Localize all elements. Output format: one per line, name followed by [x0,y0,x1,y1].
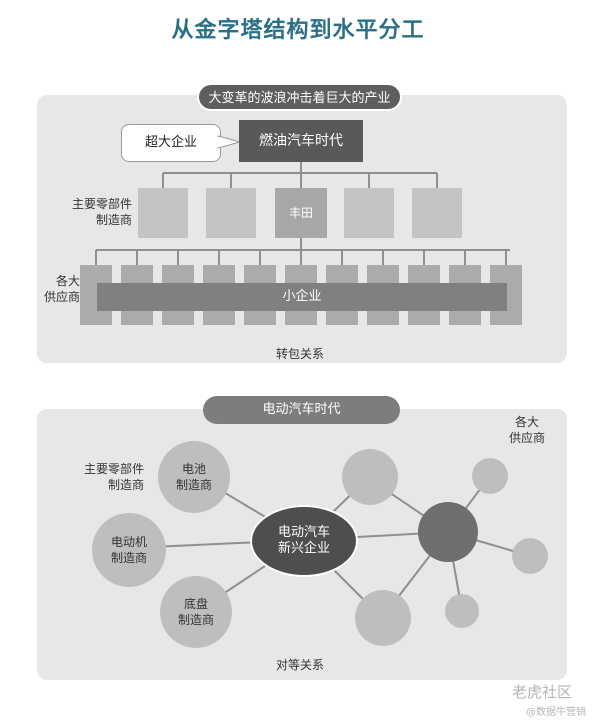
chassis-maker-node: 底盘 制造商 [160,576,232,648]
battery-maker-node: 电池 制造商 [158,441,230,513]
page-title: 从金字塔结构到水平分工 [171,18,425,43]
ev-startup-label: 电动汽车 新兴企业 [277,525,330,556]
tier1-supplier [206,188,256,238]
watermark-brand: 老虎社区 [512,683,573,701]
ev-startup-node: 电动汽车 新兴企业 [250,505,358,577]
tier1-supplier [344,188,394,238]
supplier-node [512,538,548,574]
watermark-handle: @数据牛营销 [526,707,586,718]
ice-era-box: 燃油汽车时代 [239,120,363,162]
subcontract-label: 转包关系 [275,347,324,361]
tier1-label: 主要零部件 制造商 [71,197,132,227]
supplier-node [355,590,411,646]
tier1-supplier [138,188,188,238]
motor-maker-label: 电动机 制造商 [110,535,147,565]
supplier-node [342,449,398,505]
chassis-maker-label: 底盘 制造商 [177,597,214,627]
peer-relation-label: 对等关系 [275,658,324,672]
toyota-box: 丰田 [275,188,327,238]
small-companies-bar: 小企业 [97,283,507,311]
supplier-node [445,594,479,628]
supplier-hub-node [418,502,478,562]
tier2-label: 各大 供应商 [43,274,80,304]
supplier-label-network: 各大 供应商 [508,415,545,445]
motor-maker-node: 电动机 制造商 [92,513,166,587]
network-header: 电动汽车时代 [203,396,400,424]
mega-company-callout: 超大企业 [121,124,221,162]
supplier-node [472,458,508,494]
pyramid-header: 大变革的波浪冲击着巨大的产业 [197,83,402,111]
battery-maker-label: 电池 制造商 [175,462,212,492]
tier1-supplier [412,188,462,238]
tier1-label-network: 主要零部件 制造商 [83,462,144,492]
